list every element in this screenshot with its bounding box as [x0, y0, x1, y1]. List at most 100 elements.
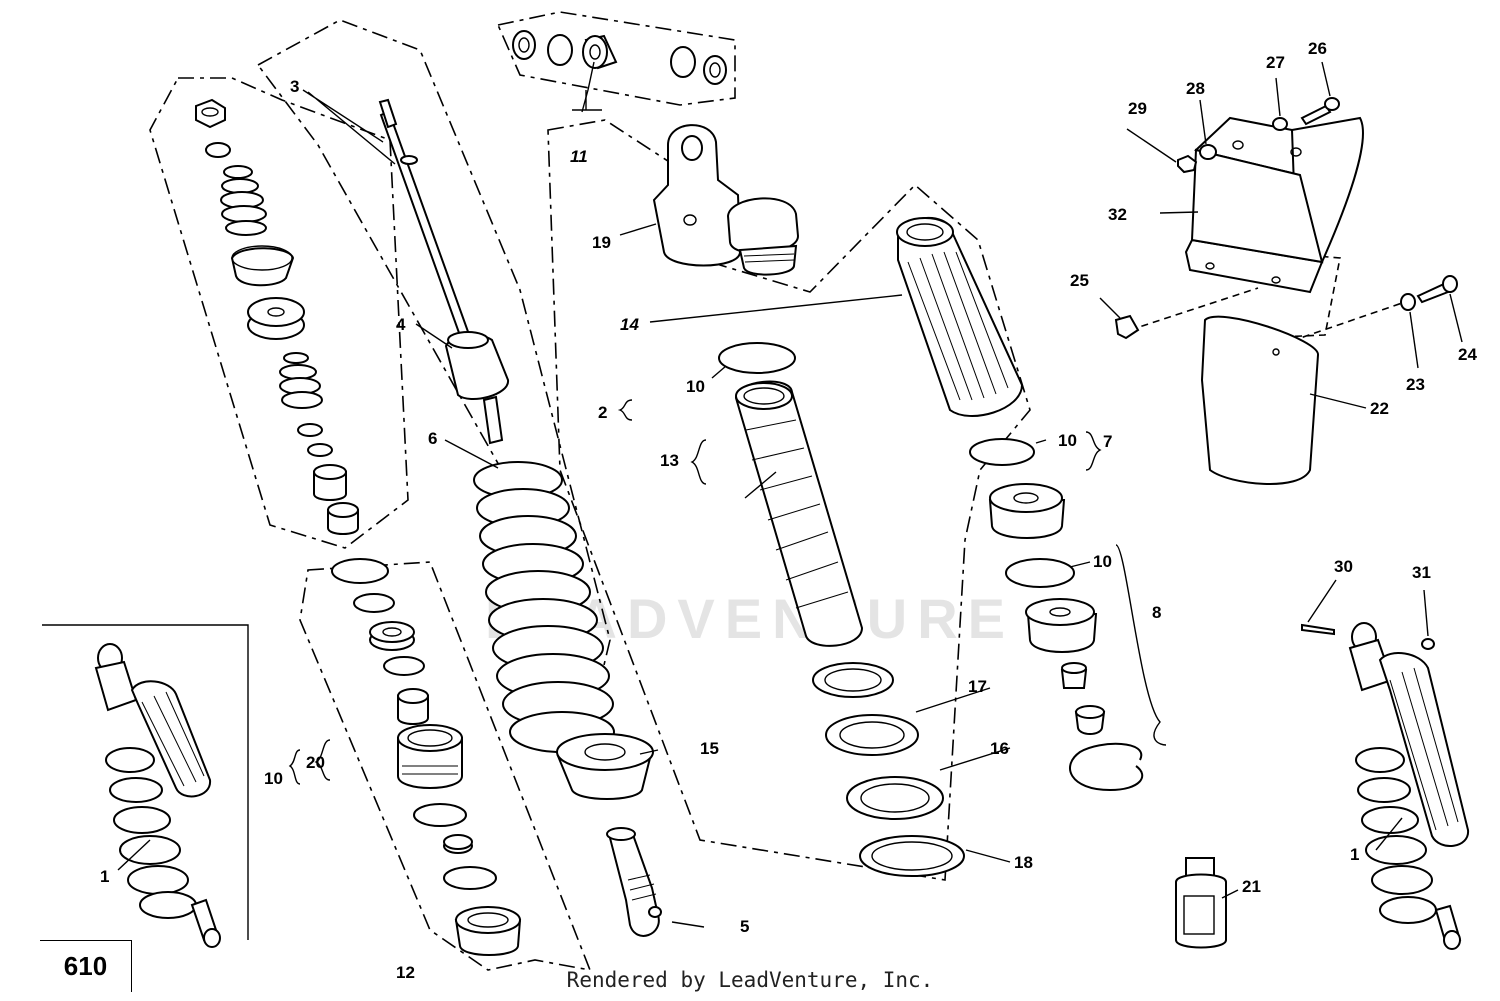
shock-top-eye [652, 124, 742, 267]
callout-5: 5 [740, 917, 749, 936]
callout-labels: 3 4 6 20 10 12 11 19 14 10 2 13 15 5 17 … [100, 39, 1477, 982]
page-number: 610 [63, 951, 108, 981]
seal-housing [397, 724, 463, 789]
group-outline-3 [149, 77, 409, 549]
washer-3 [383, 656, 425, 676]
clip-nut-25 [1114, 314, 1140, 340]
lock-ring-17 [825, 714, 919, 756]
spacer [313, 464, 347, 501]
bolt-26 [1300, 97, 1340, 126]
callout-23: 23 [1406, 375, 1425, 394]
o-ring-2 [413, 803, 467, 827]
group-outline-20 [299, 561, 592, 972]
callout-17: 17 [968, 677, 987, 696]
reservoir-cap [726, 197, 800, 276]
assembled-shock-right [1301, 622, 1470, 950]
bolt-24 [1416, 275, 1458, 304]
o-ring-7 [969, 438, 1035, 466]
washer-28 [1199, 144, 1217, 160]
callout-1-right: 1 [1350, 845, 1359, 864]
callout-24: 24 [1458, 345, 1477, 364]
callout-11: 11 [570, 147, 588, 166]
callout-14: 14 [620, 315, 639, 334]
o-ring-8 [1005, 558, 1075, 588]
callout-8: 8 [1152, 603, 1161, 622]
assembled-shock-inset [94, 643, 221, 948]
callout-29: 29 [1128, 99, 1147, 118]
lock-ring-upper [812, 662, 894, 698]
leader-lines [117, 61, 1463, 928]
lower-clevis [606, 827, 662, 937]
callout-7: 7 [1103, 432, 1112, 451]
leader-25-dash [1129, 287, 1259, 331]
callout-22: 22 [1370, 399, 1389, 418]
callout-27: 27 [1266, 53, 1285, 72]
callout-4: 4 [396, 315, 406, 334]
shock-body [734, 380, 864, 647]
callout-10-left: 10 [264, 769, 283, 788]
nut-29 [1177, 154, 1198, 174]
callout-1-inset: 1 [100, 867, 109, 886]
braces [288, 90, 1167, 785]
reservoir-end-cap [1025, 598, 1098, 653]
callout-3: 3 [290, 77, 299, 96]
washer [205, 142, 231, 158]
piston [247, 297, 305, 340]
valve-spring-upper [220, 165, 267, 236]
callout-6: 6 [428, 429, 437, 448]
mud-flap [1200, 315, 1319, 485]
oil-bottle [1175, 857, 1227, 949]
reservoir-piston [988, 483, 1066, 539]
nut-27 [1272, 117, 1288, 131]
valve-spring-lower [279, 352, 323, 409]
main-spring [473, 461, 615, 753]
o-ring-body [718, 342, 796, 374]
washer-23 [1400, 293, 1416, 311]
snap-ring [1069, 742, 1144, 792]
page-number-box: 610 [40, 940, 132, 992]
shim [297, 423, 323, 437]
callout-15: 15 [700, 739, 719, 758]
callout-2: 2 [598, 403, 607, 422]
o-ring-3 [443, 866, 497, 890]
callout-10-rear: 10 [1058, 431, 1077, 450]
callout-16: 16 [990, 739, 1009, 758]
small-seal [443, 834, 473, 854]
footer-credit: Rendered by LeadVenture, Inc. [566, 968, 934, 992]
group-outline-rod [256, 19, 611, 693]
shim-2 [307, 443, 333, 457]
lock-ring-16 [846, 776, 944, 820]
callout-19: 19 [592, 233, 611, 252]
leader-23-dash [1279, 301, 1406, 346]
washer-2 [353, 593, 395, 613]
callout-21: 21 [1242, 877, 1261, 896]
damper-rod [378, 98, 509, 445]
spacer-2 [327, 502, 359, 535]
callout-30: 30 [1334, 557, 1353, 576]
nut [195, 98, 226, 129]
valve-cap [1074, 705, 1106, 735]
guard-bracket [1184, 116, 1364, 294]
seal [369, 621, 415, 651]
callout-13: 13 [660, 451, 679, 470]
circlip [230, 245, 295, 287]
bushing [397, 688, 429, 725]
shim-18 [859, 835, 965, 877]
o-ring [331, 558, 389, 584]
valve-core [1060, 662, 1088, 689]
reservoir [896, 216, 1024, 417]
callout-28: 28 [1186, 79, 1205, 98]
bushing-set [512, 30, 727, 85]
callout-12: 12 [396, 963, 415, 982]
inset-frame [42, 624, 249, 940]
callout-32: 32 [1108, 205, 1127, 224]
callout-18: 18 [1014, 853, 1033, 872]
callout-10-lower: 10 [1093, 552, 1112, 571]
callout-26: 26 [1308, 39, 1327, 58]
callout-25: 25 [1070, 271, 1089, 290]
callout-10-body: 10 [686, 377, 705, 396]
callout-31: 31 [1412, 563, 1431, 582]
spring-seat [556, 733, 654, 800]
end-cap [454, 906, 522, 956]
